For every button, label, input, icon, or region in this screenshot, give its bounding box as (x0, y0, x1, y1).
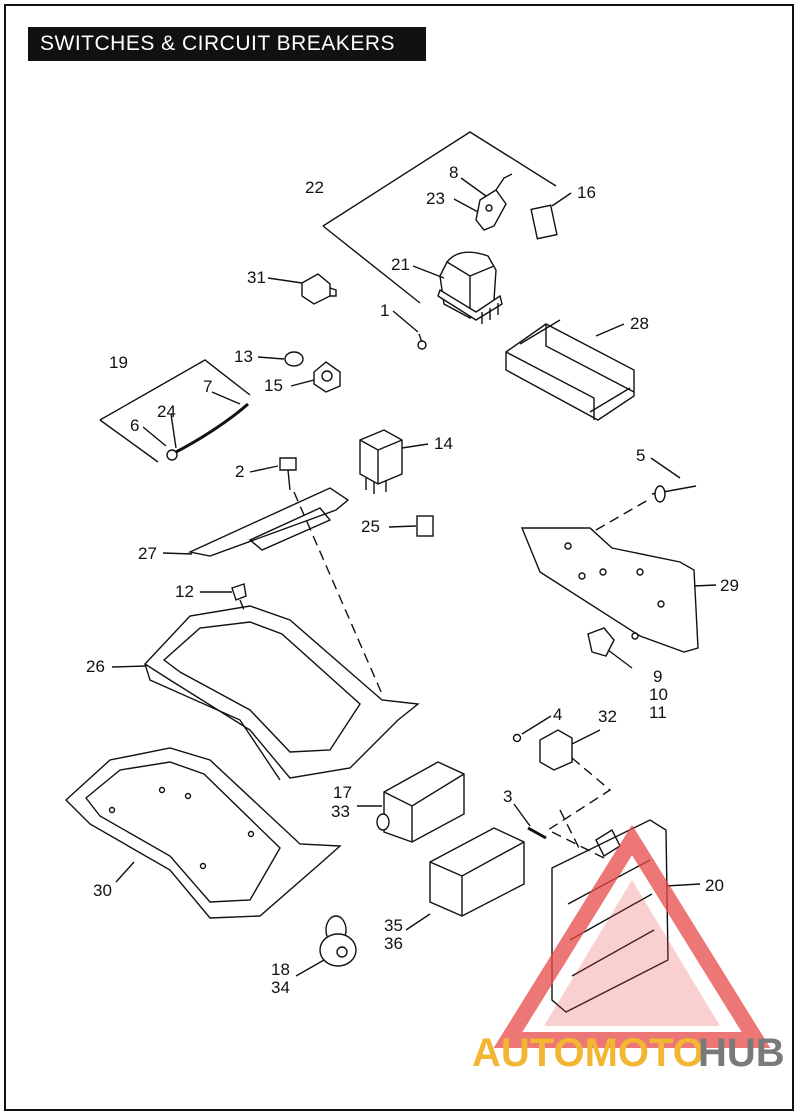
bracket-19 (99, 359, 251, 421)
title-bar: SWITCHES & CIRCUIT BREAKERS (28, 27, 426, 61)
tray-26 (143, 605, 420, 781)
leader-lines (111, 177, 717, 977)
bracket-29 (520, 527, 699, 653)
screw-4 (512, 733, 522, 743)
watermark-text-b: HUB (698, 1031, 785, 1075)
watermark (493, 824, 771, 1048)
callout-6: 6 (130, 416, 139, 435)
fuse-key-part (475, 173, 513, 231)
callout-21: 21 (391, 255, 410, 274)
callout-15: 15 (264, 376, 283, 395)
callout-1: 1 (380, 301, 389, 320)
relay-14 (359, 429, 403, 494)
callout-7: 7 (203, 377, 212, 396)
tray-30 (64, 747, 342, 919)
breaker-holder-28 (505, 319, 635, 421)
callout-33: 33 (331, 802, 350, 821)
watermark-text-a: AUTOMOTO (472, 1031, 704, 1075)
assembly-lines (239, 491, 649, 859)
callout-10: 10 (649, 685, 668, 704)
callout-4: 4 (553, 705, 562, 724)
callout-11: 11 (649, 703, 667, 722)
callout-8: 8 (449, 163, 458, 182)
bolt-2 (279, 457, 297, 491)
callout-17: 17 (333, 783, 352, 802)
callout-26: 26 (86, 657, 105, 676)
callout-22: 22 (305, 178, 324, 197)
callout-34: 34 (271, 978, 290, 997)
callout-28: 28 (630, 314, 649, 333)
oring-13 (284, 351, 304, 367)
fastener-12 (231, 583, 247, 601)
plate-16 (530, 204, 558, 240)
fuse-25 (416, 515, 434, 537)
callout-labels: 22 8 23 16 21 31 1 28 13 19 7 15 24 6 14… (86, 163, 739, 997)
callout-2: 2 (235, 462, 244, 481)
callout-32: 32 (598, 707, 617, 726)
callout-9: 9 (653, 667, 662, 686)
callout-29: 29 (720, 576, 739, 595)
callout-12: 12 (175, 582, 194, 601)
callout-16: 16 (577, 183, 596, 202)
callout-30: 30 (93, 881, 112, 900)
callout-20: 20 (705, 876, 724, 895)
diagram-frame (4, 4, 794, 1111)
callout-3: 3 (503, 787, 512, 806)
clip-9 (587, 627, 615, 657)
callout-13: 13 (234, 347, 253, 366)
watermark-triangle (493, 824, 771, 1048)
callout-19: 19 (109, 353, 128, 372)
callout-36: 36 (384, 934, 403, 953)
sensor-31 (301, 273, 337, 305)
callout-23: 23 (426, 189, 445, 208)
callout-35: 35 (384, 916, 403, 935)
switch-15 (313, 361, 341, 393)
bracket-19-leg (99, 419, 159, 463)
module-35 (429, 827, 525, 917)
callout-31: 31 (247, 268, 266, 287)
module-17 (376, 761, 465, 843)
key-fob-18 (319, 915, 357, 967)
bracket-22 (322, 131, 557, 227)
bolt-3 (527, 826, 547, 840)
callout-5: 5 (636, 446, 645, 465)
module-32 (539, 729, 573, 771)
plate-27 (187, 487, 350, 557)
ignition-switch (437, 251, 503, 324)
callout-18: 18 (271, 960, 290, 979)
callout-24: 24 (157, 402, 176, 421)
callout-27: 27 (138, 544, 157, 563)
callout-25: 25 (361, 517, 380, 536)
bracket-22-leg (322, 225, 421, 304)
callout-14: 14 (434, 434, 453, 453)
strap-19 (171, 402, 249, 456)
page-title: SWITCHES & CIRCUIT BREAKERS (40, 32, 395, 55)
